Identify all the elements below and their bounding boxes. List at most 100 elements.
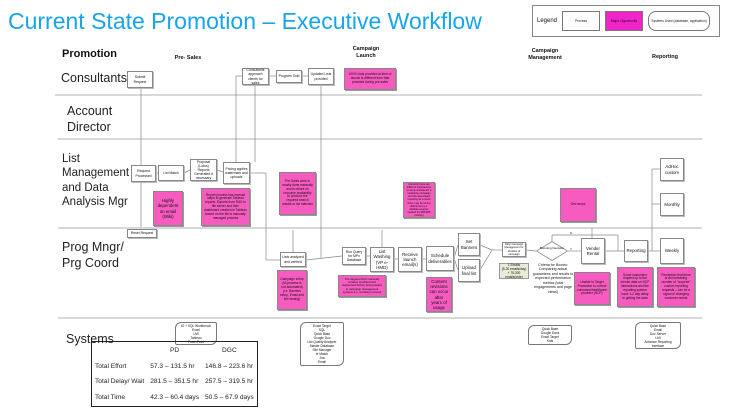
opportunity-presales-manual: Pre-Sales work is mostly done manually a… bbox=[279, 172, 316, 215]
table-header-row: PD DGC bbox=[92, 342, 258, 359]
systems-reporting: Quick Base Email Doc Server LMI Advance … bbox=[635, 322, 681, 349]
table-header: DGC bbox=[222, 346, 237, 354]
boost-criteria-text: Criteria for Boosts: Comparing actual gu… bbox=[532, 263, 574, 294]
opportunity-unable-target: Unable to Target Promotion to correct co… bbox=[574, 272, 610, 305]
system-item: Jira bbox=[319, 356, 325, 360]
system-item: Quick Base bbox=[649, 323, 667, 328]
table-row: Total Time 42.3 – 60.4 days 50.5 – 67.9 … bbox=[92, 390, 258, 407]
process-consultants-approach: Consultants approach clients for sales bbox=[242, 68, 269, 85]
process-request-processed: Request Processed bbox=[131, 165, 156, 182]
process-pricing-watermark: Pricing applies watermark and uploads bbox=[223, 162, 250, 184]
system-item: Exact Target bbox=[313, 324, 331, 328]
table-row: Total Effort 57.3 – 131.5 hr 146.8 – 223… bbox=[92, 358, 258, 374]
table-cell: Total Effort bbox=[95, 362, 127, 370]
emails-line3: + 75-300 emails/order bbox=[505, 271, 523, 280]
boosting-decision-diamond bbox=[536, 241, 568, 261]
process-schedule-deliverables: Schedule deliverables bbox=[426, 246, 454, 271]
phase-reporting: Reporting bbox=[652, 54, 678, 60]
system-item: Doc Server bbox=[650, 331, 666, 336]
table-cell: 146.8 – 223.6 hr bbox=[205, 362, 254, 370]
opportunity-campaign-setup: Campaign setup (IA process is not automa… bbox=[277, 270, 307, 310]
system-item: Quick Base bbox=[541, 327, 559, 331]
process-proposal-reports: Proposal (Lotus) Reports Generated if ne… bbox=[190, 159, 217, 181]
system-item: IO + SQL Workbench bbox=[180, 323, 212, 328]
process-monthly: Monthly bbox=[660, 193, 684, 216]
systems-launch: Exact Target SQL Quick Base Google Doc L… bbox=[300, 322, 344, 366]
emails-volume: 1 Emails (5-20 emails/day) + 75-300 emai… bbox=[499, 263, 529, 279]
system-item: Excel bbox=[192, 327, 200, 332]
process-submit-request: Submit Request bbox=[127, 71, 153, 88]
system-item: LMI bbox=[193, 331, 199, 336]
opportunity-perception: Perception that there is an increasing n… bbox=[657, 267, 695, 307]
boosting-yes-label: Y bbox=[570, 247, 573, 251]
phase-presales: Pre- Sales bbox=[174, 55, 202, 61]
system-item: Tableau bbox=[190, 335, 202, 340]
opportunity-different-mechanisms: Currently there are different mechanisms… bbox=[403, 182, 435, 218]
opportunity-lists-different: 100% Lists provided at time of launch is… bbox=[344, 68, 396, 90]
lane-systems: Systems bbox=[66, 332, 114, 346]
table-header: PD bbox=[170, 346, 180, 354]
process-set-banners: Set Banners bbox=[458, 233, 480, 256]
opportunity-content-revisions: Content revisions can occur after years … bbox=[426, 277, 452, 312]
phase-campaign-launch: Campaign Launch bbox=[352, 46, 380, 59]
process-adhoc-custom: AdHoc custom bbox=[660, 158, 684, 181]
system-item: Email bbox=[318, 360, 326, 364]
table-cell: 57.3 – 131.5 hr bbox=[150, 362, 195, 370]
table-cell: 50.5 – 67.9 days bbox=[205, 394, 254, 402]
page-title: Current State Promotion – Executive Work… bbox=[8, 8, 482, 34]
process-vendor-rental: Vender Rental bbox=[581, 238, 605, 264]
process-reporting: Reporting bbox=[624, 240, 648, 262]
system-item: Google Docs bbox=[540, 331, 560, 335]
process-list-match: List Match bbox=[158, 165, 184, 181]
process-updated-lists: Updated Lists provided bbox=[308, 68, 334, 85]
phase-campaign-management: Campaign Management bbox=[528, 48, 562, 61]
systems-presales: IO + SQL Workbench Excel LMI Tableau Pow… bbox=[175, 322, 217, 345]
process-list-washing: List Washing (VP e-HMD) bbox=[370, 247, 394, 272]
phase-promotion: Promotion bbox=[62, 48, 117, 60]
process-daily-campaign-management: Daily Campaign Management for duration o… bbox=[502, 242, 526, 257]
system-item: Exact Target bbox=[541, 335, 559, 339]
table-cell: Total Time bbox=[95, 394, 126, 402]
process-program-sold: Program Sold bbox=[276, 70, 302, 83]
table-cell: Total Delay/ Wait bbox=[95, 378, 145, 386]
system-item: Google Doc bbox=[313, 336, 331, 340]
system-item: List Quality Analyzer bbox=[307, 340, 337, 344]
system-item: Email bbox=[654, 327, 662, 332]
legend: Legend Process Major Opportunity Systems… bbox=[532, 5, 720, 37]
system-item: SQL bbox=[318, 328, 326, 332]
system-item: ie Match bbox=[315, 352, 329, 356]
lane-consultants: Consultants bbox=[61, 71, 128, 85]
table-row: Total Delay/ Wait 281.5 – 351.5 hr 257.5… bbox=[92, 374, 258, 390]
table-cell: 257.5 – 319.5 hr bbox=[205, 378, 254, 386]
process-reset-request: Reset Request bbox=[127, 229, 157, 238]
boosting-no-label: N bbox=[570, 231, 573, 235]
process-weekly: Weekly bbox=[660, 238, 684, 264]
system-item: Site Manager bbox=[312, 348, 332, 352]
table-cell: 281.5 – 351.5 hr bbox=[150, 378, 199, 386]
process-receive-launch-email: Receive launch email(s) bbox=[398, 247, 422, 272]
emails-line2: (5-20 emails/day) bbox=[501, 266, 527, 271]
lane-prog-mngr: Prog Mngr/ Prg Coord bbox=[62, 240, 124, 270]
opportunity-report-manual: Report process has manual steps to gener… bbox=[201, 188, 250, 226]
system-item: Interface bbox=[651, 343, 665, 348]
summary-table: PD DGC Total Effort 57.3 – 131.5 hr 146.… bbox=[91, 341, 258, 407]
opportunity-get-recipe: Get recipe bbox=[560, 188, 596, 222]
legend-systems: Systems Used (database, application) bbox=[648, 11, 711, 31]
opportunity-email-dependent: Highly dependent on email (Wiki) bbox=[153, 191, 183, 226]
lane-account-director: Account Director bbox=[67, 104, 113, 134]
opportunity-targeted-list: The targeted list is manually curated, s… bbox=[338, 275, 386, 297]
process-lists-analyzed: Lists analyzed and verified bbox=[280, 252, 306, 267]
system-item: Master Database bbox=[309, 344, 335, 348]
process-run-query: Run Query for MPx Database bbox=[342, 247, 366, 265]
lane-list-management: List Management and Data Analysis Mgr bbox=[62, 153, 130, 209]
systems-management: Quick Base Google Docs Exact Target Kids bbox=[528, 325, 572, 345]
opportunity-minute-data: Some customers request up to the minute … bbox=[617, 267, 653, 307]
table-cell: 42.3 – 60.4 days bbox=[150, 394, 199, 402]
legend-process: Process bbox=[562, 11, 601, 31]
system-item: Advance Reporting bbox=[644, 339, 672, 344]
system-item: LMI bbox=[655, 335, 661, 340]
table-header bbox=[92, 342, 148, 359]
system-item: Kids bbox=[546, 339, 554, 343]
emails-line1: 1 Emails bbox=[507, 262, 521, 267]
